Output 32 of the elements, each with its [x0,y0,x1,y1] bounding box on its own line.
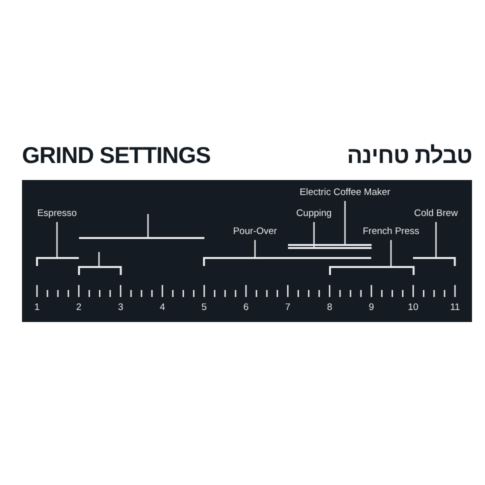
scale-number: 9 [368,302,374,313]
method-label: Cupping [296,208,332,219]
range-bracket [203,257,372,266]
scale-number: 7 [285,302,290,313]
range-bracket [412,257,456,266]
scale-number: 5 [202,302,207,313]
method-label: Espresso [37,208,77,219]
scale-number: 4 [160,302,166,313]
method-label: Electric Coffee Maker [300,187,390,198]
scale-number: 1 [34,302,40,313]
leader-line [344,201,346,244]
leader-line [313,222,315,247]
method-label: French Press [362,226,420,237]
leader-line [435,222,437,257]
range-bracket [78,266,122,275]
scale-number: 8 [326,302,332,313]
scale-number: 6 [243,302,249,313]
leader-line [390,240,392,266]
leader-line [147,214,149,237]
method-label: Pour-Over [233,226,277,237]
leader-line [254,240,256,257]
leader-line [56,222,58,257]
scale-number: 10 [408,302,418,313]
scale-number: 11 [450,302,460,313]
range-bracket [328,266,414,275]
range-bracket [36,257,80,266]
heading: טבלת טחינה [346,142,472,168]
method-label: Cold Brew [414,208,458,219]
title: GRIND SETTINGS [22,142,211,168]
leader-line [98,252,100,266]
scale-number: 3 [118,302,124,313]
scale-number: 2 [76,302,82,313]
